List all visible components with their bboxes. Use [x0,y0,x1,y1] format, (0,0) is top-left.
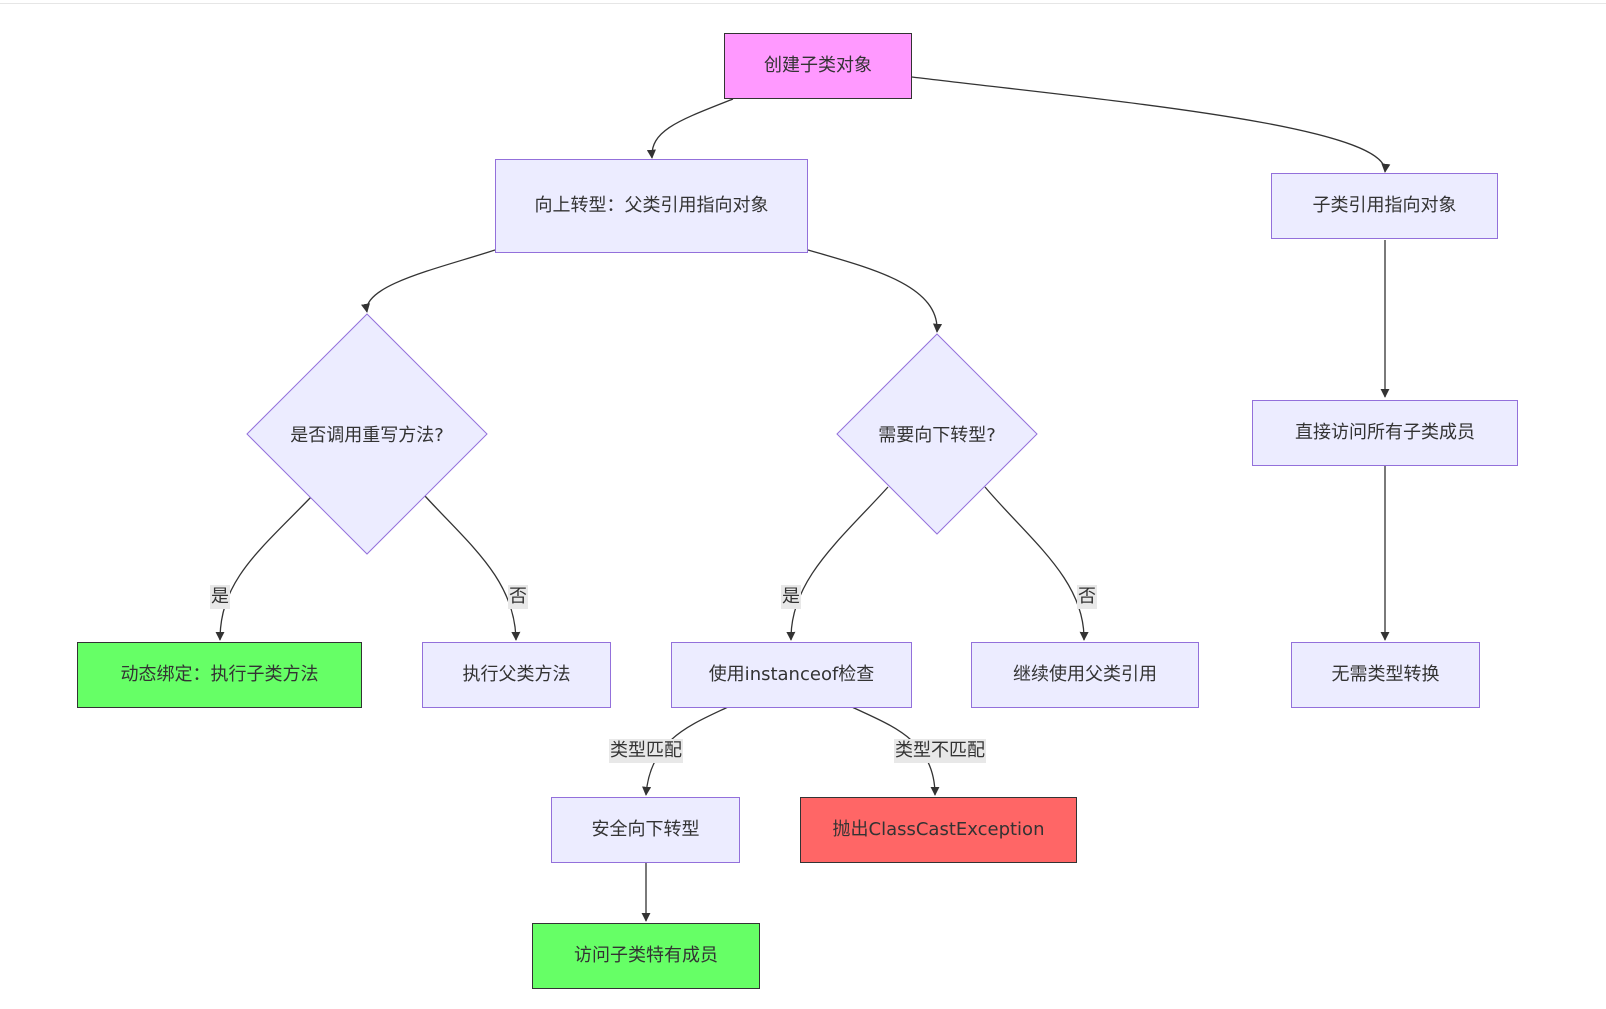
edge-label-yes: 是 [210,585,230,609]
edge-call-override-to-exec-parent [424,495,521,641]
edge-label-no: 否 [508,585,528,609]
edge-upcast-to-need-downcast [807,249,943,333]
decision-diamond-need-downcast [836,333,1038,535]
node-no-conversion: 无需类型转换 [1291,642,1480,708]
node-safe-downcast: 安全向下转型 [551,797,740,863]
node-keep-parent-ref: 继续使用父类引用 [971,642,1199,708]
node-direct-access: 直接访问所有子类成员 [1252,400,1518,466]
edge-call-override-to-dynamic-binding [215,495,313,641]
node-create-subclass-object: 创建子类对象 [724,33,912,99]
node-throw-exception: 抛出ClassCastException [800,797,1077,863]
edge-label-type-mismatch: 类型不匹配 [894,739,986,763]
node-use-instanceof: 使用instanceof检查 [671,642,912,708]
node-dynamic-binding: 动态绑定：执行子类方法 [77,642,362,708]
edge-need-downcast-to-keep-parent [984,486,1089,641]
decision-diamond-call-override [246,313,488,555]
edge-instanceof-to-exception [851,706,940,796]
edge-label-no: 否 [1077,585,1097,609]
edge-instanceof-to-safe-downcast [642,706,729,796]
edge-create-to-subclass-ref [911,76,1391,173]
node-upcast: 向上转型：父类引用指向对象 [495,159,808,253]
edge-label-yes: 是 [781,585,801,609]
node-subclass-ref: 子类引用指向对象 [1271,173,1498,239]
top-divider [0,3,1606,4]
edge-need-downcast-to-instanceof [786,486,889,641]
edge-upcast-to-call-override [361,249,496,313]
node-exec-parent-method: 执行父类方法 [422,642,611,708]
node-access-subclass-members: 访问子类特有成员 [532,923,760,989]
edge-label-type-match: 类型匹配 [609,739,683,763]
edge-create-to-upcast [646,98,734,159]
